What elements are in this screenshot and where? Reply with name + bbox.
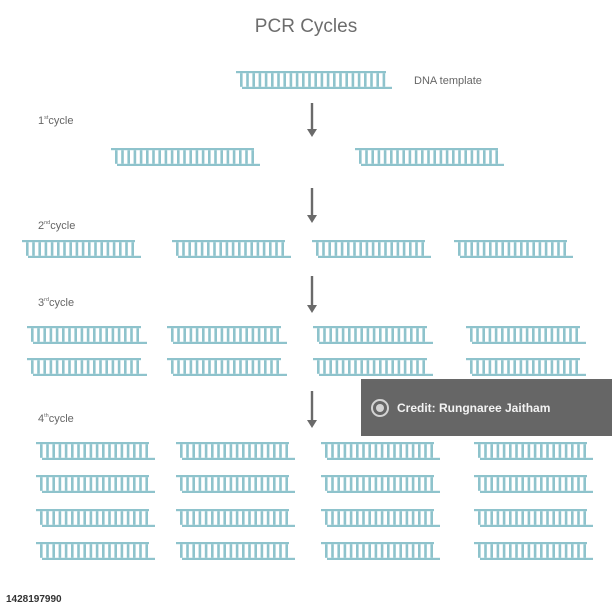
cycle-3-strand-1-4 [466,326,586,344]
watermark-text: Credit: Rungnaree Jaitham [397,400,551,415]
cycle-4-strand-4-1 [36,542,155,560]
cycle-4-strand-1-4 [474,442,593,460]
watermark-badge: Credit: Rungnaree Jaitham [361,379,612,436]
cycle-4-strand-3-1 [36,509,155,527]
cycle-4-strand-2-4 [474,475,593,493]
cycle-3-label: 3rdcycle [38,297,74,309]
cycle-3-strand-2-2 [167,358,287,376]
cycle-2-strand-1-1 [22,240,141,258]
cycle-4-label: 4thcycle [38,413,74,425]
cycle-4-strand-2-2 [176,475,295,493]
cycle-4-strand-4-4 [474,542,593,560]
cycle-4-strand-4-3 [321,542,440,560]
cycle-1-label: 1stcycle [38,115,73,127]
diagram-title: PCR Cycles [255,16,357,37]
down-arrow-icon [307,391,317,428]
cycle-3-strand-2-1 [27,358,147,376]
cycle-4-strand-3-4 [474,509,593,527]
cycle-1-strand-1-1 [111,148,260,166]
cycle-2-strand-1-2 [172,240,291,258]
down-arrow-icon [307,188,317,223]
template-label: DNA template [414,75,482,87]
cycle-2-strand-1-3 [312,240,431,258]
cycle-2-strand-1-4 [454,240,573,258]
cycle-4-strand-2-1 [36,475,155,493]
cycle-3-strand-1-3 [313,326,433,344]
cycle-4-strand-4-2 [176,542,295,560]
stock-id: 1428197990 [0,588,68,612]
cycle-3-strand-2-3 [313,358,433,376]
down-arrow-icon [307,276,317,313]
down-arrow-icon [307,103,317,137]
cycle-1-strand-1-2 [355,148,504,166]
cycle-4-strand-2-3 [321,475,440,493]
cycle-3-strand-2-4 [466,358,586,376]
cycle-4-strand-3-3 [321,509,440,527]
dna-template-strand [236,71,392,89]
cycle-4-strand-3-2 [176,509,295,527]
cycle-4-strand-1-1 [36,442,155,460]
cycle-3-strand-1-2 [167,326,287,344]
cycle-4-strand-1-2 [176,442,295,460]
cycle-4-strand-1-3 [321,442,440,460]
cycle-2-label: 2ndcycle [38,220,75,232]
cycle-3-strand-1-1 [27,326,147,344]
camera-icon [371,398,389,417]
